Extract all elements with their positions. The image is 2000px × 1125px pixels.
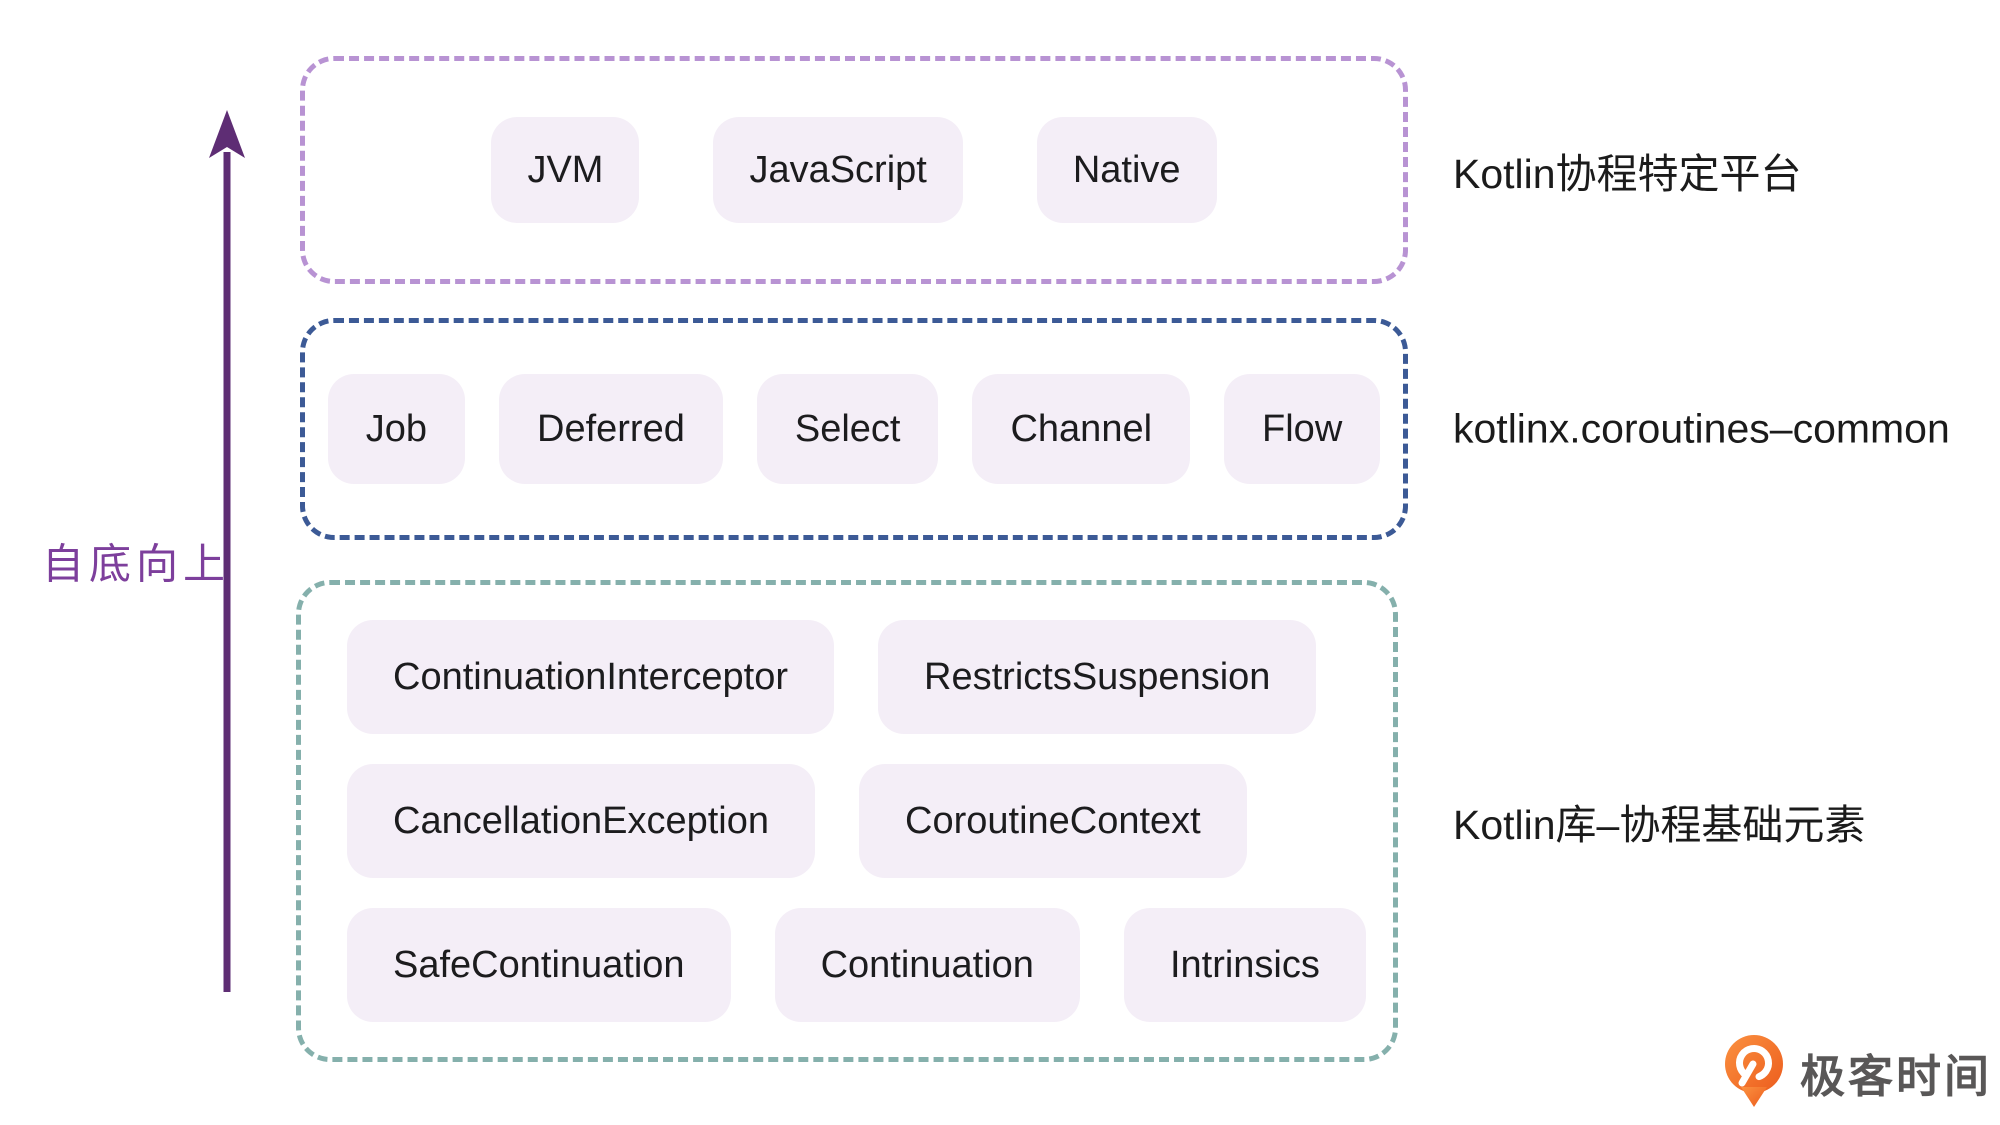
chip-continuation-interceptor: ContinuationInterceptor [347,620,835,734]
geektime-logo-text: 极客时间 [1800,1050,1993,1102]
chip-native: Native [1036,117,1217,223]
chip-intrinsics: Intrinsics [1123,908,1366,1022]
chip-continuation: Continuation [774,908,1080,1022]
layer-basic-box: ContinuationInterceptor RestrictsSuspens… [296,580,1398,1062]
chip-flow: Flow [1224,374,1381,484]
chip-cancellation-exception: CancellationException [347,764,816,878]
geektime-logo: 极客时间 [1722,1034,1992,1110]
label-common-layer: kotlinx.coroutines–common [1453,405,1950,452]
chip-restricts-suspension: RestrictsSuspension [878,620,1317,734]
label-basic-layer: Kotlin库–协程基础元素 [1453,802,1866,848]
chip-javascript: JavaScript [713,117,963,223]
geektime-logo-icon [1725,1035,1783,1107]
bottom-up-arrow [209,110,245,992]
layer-platform-box: JVM JavaScript Native [300,56,1408,284]
chip-jvm: JVM [491,117,640,223]
chip-job: Job [327,374,465,484]
basic-row-3: SafeContinuation Continuation Intrinsics [347,908,1393,1022]
chip-channel: Channel [972,374,1191,484]
layer-common-box: Job Deferred Select Channel Flow [300,318,1408,540]
chip-select: Select [756,374,939,484]
arrow-label: 自底向上 [42,540,231,588]
arrow-head [209,110,245,158]
chip-deferred: Deferred [499,374,723,484]
basic-row-2: CancellationException CoroutineContext [347,764,1393,878]
basic-row-1: ContinuationInterceptor RestrictsSuspens… [347,620,1393,734]
chip-safe-continuation: SafeContinuation [347,908,731,1022]
chip-coroutine-context: CoroutineContext [859,764,1247,878]
label-platform-layer: Kotlin协程特定平台 [1453,151,1802,197]
